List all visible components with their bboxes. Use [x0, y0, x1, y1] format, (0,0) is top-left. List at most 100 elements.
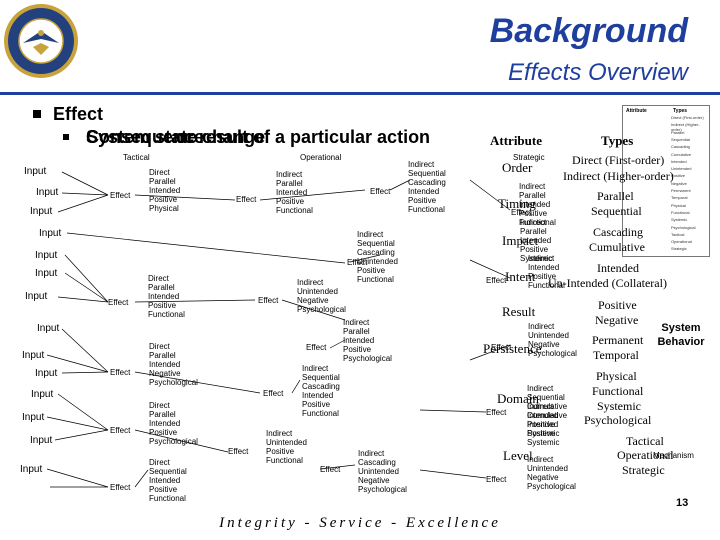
- attribute-type: Un-Intended (Collateral): [548, 276, 667, 290]
- input-node: Input: [39, 228, 62, 239]
- attribute-type: Negative: [595, 313, 639, 327]
- input-node: Input: [25, 291, 48, 302]
- mini-table-row: Permanent: [671, 188, 691, 193]
- effect-attribute-box: Indirect Sequential Cascading Unintended…: [357, 230, 398, 284]
- effect-attribute-box: Indirect Unintended Negative Psychologic…: [527, 455, 576, 491]
- input-node: Input: [36, 187, 59, 198]
- mini-table-row: Sequential: [671, 136, 690, 142]
- attribute-type: Direct (First-order): [572, 153, 665, 167]
- level-label-tactical: Tactical: [123, 153, 150, 162]
- effect-attribute-box: Direct Parallel Intended Positive Physic…: [149, 168, 181, 213]
- attribute-type: Systemic: [597, 399, 641, 413]
- mini-table-row: Cascading: [671, 144, 690, 150]
- effect-node: Effect: [228, 447, 249, 456]
- mini-table-row: Psychological: [671, 224, 696, 230]
- mini-table-row: Operational: [671, 239, 692, 245]
- footer-motto: Integrity - Service - Excellence: [219, 515, 501, 531]
- effect-node: Effect: [486, 276, 507, 285]
- effect-attribute-box: Indirect Parallel Intended Positive Psyc…: [343, 318, 392, 363]
- mechanism-overlay-label: Mechanism: [653, 451, 694, 460]
- mini-table-row: Intended: [671, 158, 687, 164]
- page-subtitle: Effects Overview: [507, 59, 688, 86]
- attribute-name: Order: [502, 160, 533, 175]
- attribute-type: Intended: [597, 261, 639, 275]
- effect-attribute-box: Indirect Unintended Negative Psychologic…: [528, 322, 577, 358]
- effect-attribute-box: Indirect Cumulative Intended Positive Sy…: [527, 402, 568, 447]
- effect-attribute-box: Direct Parallel Intended Positive Psycho…: [149, 401, 198, 446]
- effect-attribute-box: Indirect Cascading Unintended Negative P…: [358, 449, 407, 494]
- bullet-square-icon: [33, 110, 41, 118]
- attribute-column-heading: Attribute: [490, 133, 542, 148]
- effect-node: Effect: [236, 195, 257, 204]
- effect-node: Effect: [110, 426, 131, 435]
- input-node: Input: [22, 412, 45, 423]
- outline-level2-rest: or result of a particular action: [176, 127, 431, 147]
- effect-attribute-box: Indirect Intended Positive Functional: [528, 254, 565, 290]
- mini-table-row: Temporal: [671, 195, 688, 201]
- attribute-type: Permanent: [592, 333, 644, 347]
- effect-node: Effect: [263, 389, 284, 398]
- effect-node: Effect: [258, 296, 279, 305]
- effect-attribute-box: Indirect Parallel Intended Positive Func…: [276, 170, 313, 215]
- effect-attribute-box: Indirect Sequential Cascading Intended P…: [408, 160, 446, 214]
- attribute-type: Psychological: [584, 413, 652, 427]
- attribute-type: Physical: [596, 369, 637, 383]
- effect-node: Effect: [110, 368, 131, 377]
- attribute-type: Sequential: [591, 204, 642, 218]
- mini-table-row: Systemic: [671, 217, 688, 223]
- input-node: Input: [35, 268, 58, 279]
- effect-attribute-box: Direct Parallel Intended Positive Functi…: [148, 274, 185, 319]
- attribute-type: Temporal: [593, 348, 639, 362]
- outline-level2-overlap-a: System state change: [86, 127, 266, 147]
- effect-attribute-box: Indirect Parallel Intended Positive Func…: [519, 182, 556, 227]
- attribute-name: Domain: [497, 391, 539, 406]
- input-node: Input: [30, 435, 53, 446]
- level-label-strategic: Strategic: [513, 153, 545, 162]
- outline-level2-overlap-b: Consequence: [86, 127, 205, 147]
- attribute-type: Positive: [598, 298, 637, 312]
- effect-node: Effect: [370, 187, 391, 196]
- mini-table-header: Types: [673, 108, 688, 114]
- input-node: Input: [22, 350, 45, 361]
- mini-table-row: Parallel: [671, 129, 685, 135]
- mini-table-row: Functional: [671, 209, 690, 215]
- page-number: 13: [676, 497, 689, 509]
- bullet-square-icon: [63, 134, 69, 140]
- effect-attribute-box: Indirect Unintended Negative Psychologic…: [297, 278, 346, 314]
- effect-node: Effect: [108, 298, 129, 307]
- effect-node: Effect: [110, 483, 131, 492]
- effect-attribute-box: Indirect Sequential Cumulative Intended …: [527, 384, 568, 438]
- attribute-type: Operational: [617, 448, 674, 462]
- mini-table-row: Tactical: [671, 231, 685, 237]
- mini-table-row: Strategic: [671, 246, 687, 252]
- header-divider: [0, 92, 720, 95]
- attribute-type: Cumulative: [589, 240, 645, 254]
- effect-node: Effect: [306, 343, 327, 352]
- effect-node: Effect: [110, 191, 131, 200]
- effect-node: Effect: [347, 258, 368, 267]
- mini-table-row: Physical: [671, 202, 686, 208]
- effect-attribute-box: Direct Parallel Intended Negative Psycho…: [149, 342, 198, 387]
- mini-table-row: Indirect (Higher-order): [671, 122, 700, 133]
- attribute-type: Strategic: [622, 463, 665, 477]
- reference-table-thumbnail: Attribute Types Direct (First-order) Indi…: [622, 105, 710, 257]
- types-column-heading: Types: [601, 133, 634, 148]
- mini-table-row: Direct (First-order): [671, 115, 704, 120]
- effect-node: Effect: [320, 465, 341, 474]
- attribute-name: Level: [503, 448, 533, 463]
- input-node: Input: [37, 323, 60, 334]
- attribute-name: Intent: [505, 269, 536, 284]
- attribute-name: Timing: [498, 196, 536, 211]
- effect-node: Effect: [511, 208, 532, 217]
- effect-node: Effect: [486, 475, 507, 484]
- effect-node: Effect: [491, 343, 512, 352]
- mini-table-header: Attribute: [626, 108, 647, 114]
- level-label-operational: Operational: [300, 153, 342, 162]
- input-node: Input: [31, 389, 54, 400]
- effect-attribute-box: Indirect Sequential Cascading Intended P…: [302, 364, 340, 418]
- attribute-name: Result: [502, 304, 536, 319]
- page-title: Background: [489, 12, 688, 50]
- attribute-name: Persistence: [483, 341, 542, 356]
- effect-node: Effect: [486, 408, 507, 417]
